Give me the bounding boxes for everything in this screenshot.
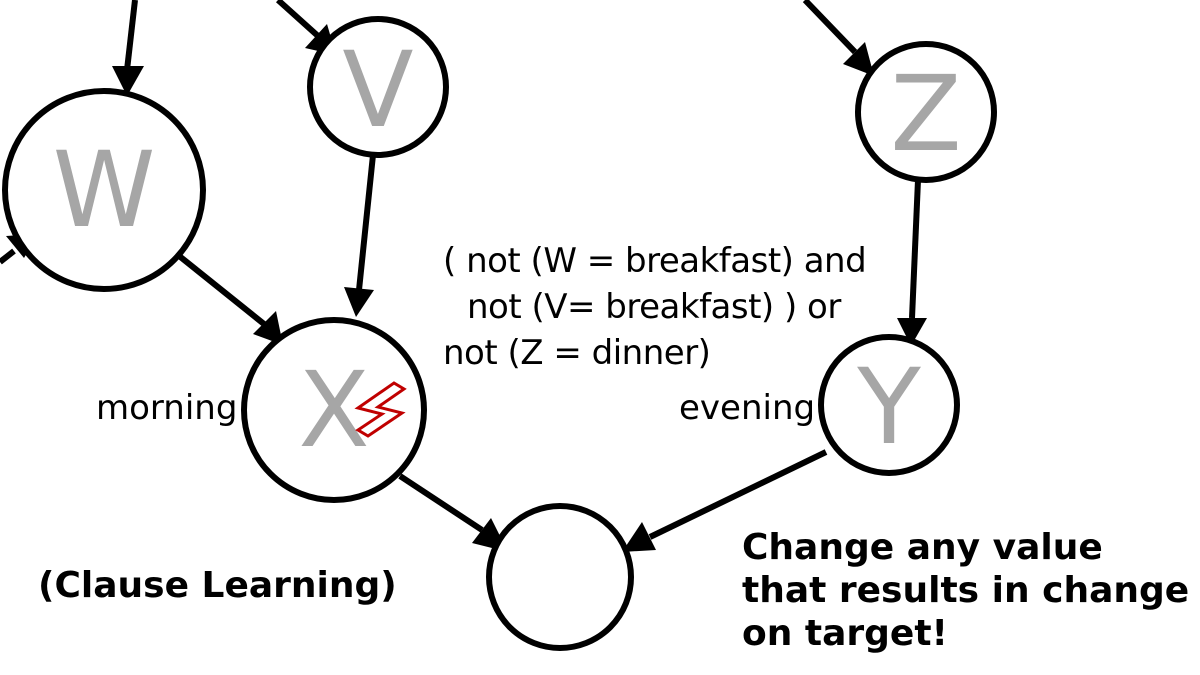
arrowhead-z-to-y	[897, 318, 927, 346]
arrowhead-v-to-x	[344, 287, 374, 317]
edge-into-w-left	[0, 248, 16, 265]
arrowhead-w-to-x	[253, 311, 283, 345]
node-w: W	[2, 88, 206, 292]
edge-y-to-target	[648, 449, 828, 540]
edge-x-to-target	[398, 473, 484, 533]
edge-v-to-x	[356, 154, 376, 291]
edge-into-w	[124, 0, 138, 71]
edge-into-v	[275, 0, 321, 39]
arrowhead-into-w	[112, 66, 144, 96]
note-text: Change any value that results in change …	[742, 526, 1189, 655]
constraint-line-1: ( not (W = breakfast) and	[443, 241, 867, 281]
node-w-letter: W	[53, 129, 156, 251]
method-label: (Clause Learning)	[38, 565, 397, 606]
node-x-letter: X	[298, 349, 369, 471]
arrowhead-into-z	[843, 42, 874, 76]
note-line-3: on target!	[742, 613, 948, 654]
node-z-letter: Z	[890, 53, 961, 175]
note-line-2: that results in change	[742, 570, 1190, 611]
arrowhead-y-to-target	[622, 522, 656, 552]
x-value-label: morning	[96, 388, 238, 428]
node-y: Y	[818, 334, 960, 476]
edge-z-to-y	[909, 179, 921, 319]
node-v: V	[307, 16, 449, 158]
edge-into-z	[802, 0, 858, 55]
edge-w-to-x	[176, 252, 266, 327]
constraint-expression: ( not (W = breakfast) and not (V= breakf…	[443, 238, 867, 376]
node-y-letter: Y	[856, 346, 921, 468]
note-line-1: Change any value	[742, 527, 1103, 568]
constraint-line-2: not (V= breakfast) ) or	[467, 287, 841, 327]
node-v-letter: V	[342, 29, 413, 151]
constraint-line-3: not (Z = dinner)	[443, 333, 711, 373]
y-value-label: evening	[679, 388, 816, 428]
node-z: Z	[855, 41, 997, 183]
node-x: X	[241, 317, 427, 503]
lightning-bolt-icon	[354, 381, 407, 438]
node-target	[486, 503, 634, 651]
